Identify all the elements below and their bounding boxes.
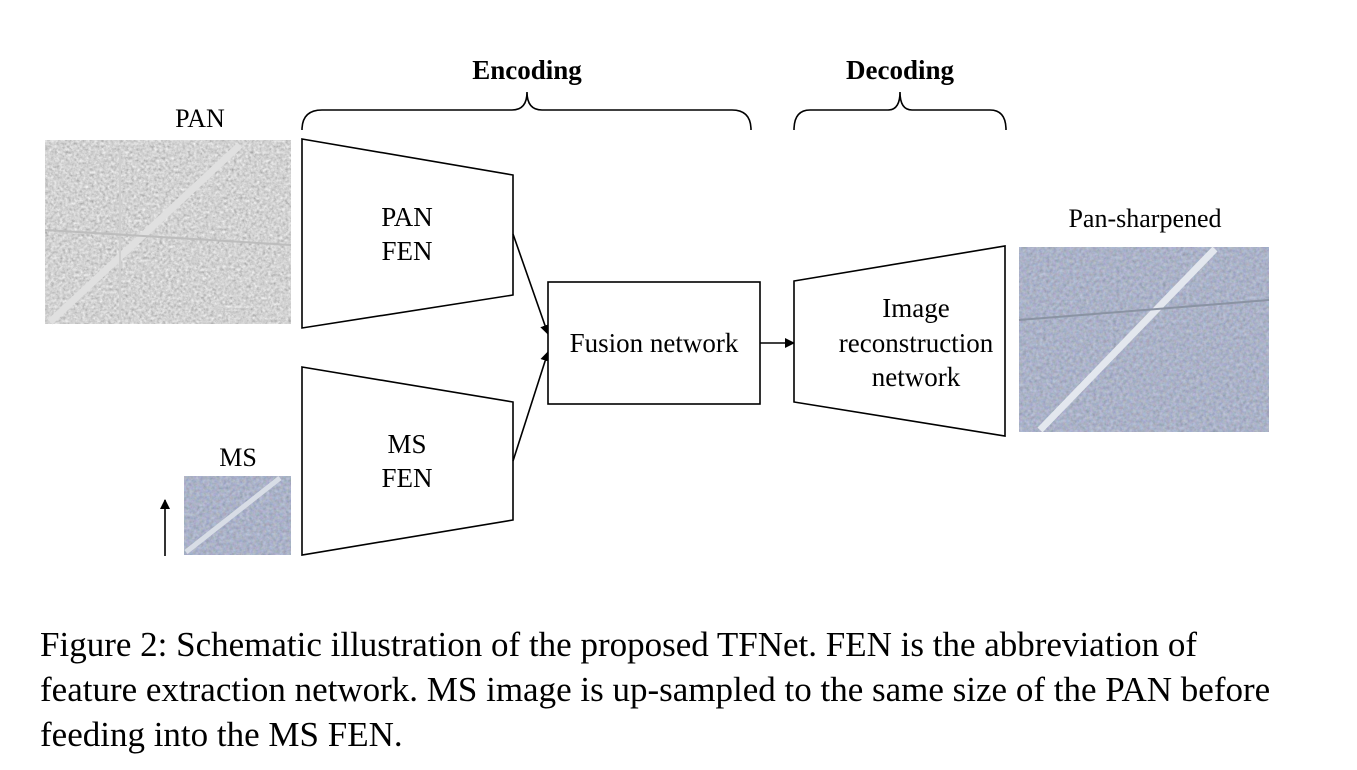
encoding-label: Encoding [472,55,582,85]
figure-caption: Figure 2: Schematic illustration of the … [40,625,1271,754]
decoding-brace [793,91,1007,131]
pan-fen-line2: FEN [381,236,432,266]
encoding-brace [301,91,752,131]
pan-fen-block [301,138,514,329]
pan-image-label: PAN [175,104,225,133]
recon-line3: network [872,362,961,392]
reconstruction-block [793,245,1006,437]
fusion-network-label: Fusion network [570,328,739,358]
ms-fen-line2: FEN [381,463,432,493]
pan-sharpened-image [1018,246,1270,433]
pan-image [44,140,292,325]
recon-line1: Image [882,293,949,323]
pan-fen-to-fusion-arrow [512,233,550,335]
fusion-network-block [547,281,761,405]
pan-sharpened-label: Pan-sharpened [1068,204,1221,233]
ms-image [184,476,291,555]
pan-fen-line1: PAN [381,202,433,232]
recon-line2: reconstruction [839,328,994,358]
ms-fen-to-fusion-arrow [512,351,551,462]
ms-fen-block [301,366,514,556]
ms-fen-line1: MS [387,429,426,459]
tfnet-diagram: Encoding Decoding PAN MS PAN FEN MS FEN … [44,55,1270,556]
ms-image-label: MS [219,443,257,472]
decoding-label: Decoding [846,55,955,85]
